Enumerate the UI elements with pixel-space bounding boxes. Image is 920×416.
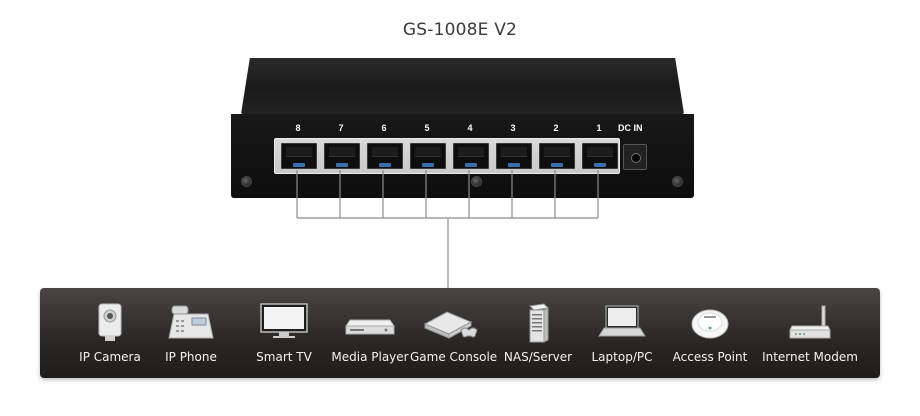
device-label: Internet Modem bbox=[762, 350, 858, 364]
screw-icon bbox=[672, 176, 683, 187]
ethernet-port-8 bbox=[281, 143, 317, 169]
device-label: Game Console bbox=[410, 350, 498, 364]
device-game-console: Game Console bbox=[410, 288, 498, 378]
port-label-1: 1 bbox=[596, 123, 602, 133]
device-access-point: Access Point bbox=[670, 288, 750, 378]
device-ip-phone: IP Phone bbox=[151, 288, 231, 378]
device-label: NAS/Server bbox=[503, 350, 573, 364]
port-label-5: 5 bbox=[424, 123, 430, 133]
port-panel bbox=[274, 138, 620, 174]
device-label: Smart TV bbox=[256, 350, 312, 364]
ethernet-port-4 bbox=[453, 143, 489, 169]
port-label-8: 8 bbox=[295, 123, 301, 133]
switch-top-panel bbox=[241, 58, 684, 114]
dc-power-jack bbox=[623, 144, 647, 170]
ethernet-port-2 bbox=[539, 143, 575, 169]
diagram-title: GS-1008E V2 bbox=[402, 20, 518, 40]
device-label: Laptop/PC bbox=[591, 350, 653, 364]
device-nas-server: NAS/Server bbox=[498, 288, 578, 378]
media-player-icon bbox=[345, 319, 395, 335]
device-label: IP Camera bbox=[79, 350, 141, 364]
device-laptop: Laptop/PC bbox=[582, 288, 662, 378]
ip-phone-icon bbox=[168, 305, 214, 339]
ethernet-port-5 bbox=[410, 143, 446, 169]
device-media-player: Media Player bbox=[330, 288, 410, 378]
device-label: IP Phone bbox=[165, 350, 217, 364]
laptop-icon bbox=[598, 305, 646, 337]
game-console-icon bbox=[423, 311, 478, 339]
ethernet-port-7 bbox=[324, 143, 360, 169]
device-internet-modem: Internet Modem bbox=[760, 288, 860, 378]
device-label: Media Player bbox=[331, 350, 409, 364]
port-label-4: 4 bbox=[467, 123, 473, 133]
screw-icon bbox=[471, 176, 482, 187]
nas-server-icon bbox=[528, 303, 550, 343]
ethernet-port-6 bbox=[367, 143, 403, 169]
device-label: Access Point bbox=[672, 350, 748, 364]
modem-icon bbox=[789, 305, 831, 339]
dc-in-label: DC IN bbox=[618, 123, 643, 133]
port-label-3: 3 bbox=[510, 123, 516, 133]
smart-tv-icon bbox=[260, 303, 308, 338]
ethernet-port-1 bbox=[582, 143, 618, 169]
ip-camera-icon bbox=[98, 303, 122, 341]
port-label-7: 7 bbox=[338, 123, 344, 133]
ethernet-port-3 bbox=[496, 143, 532, 169]
switch-device: 8 7 6 5 4 3 2 1 DC IN bbox=[231, 58, 694, 198]
device-bar: IP Camera IP Phone Smart TV bbox=[40, 288, 880, 378]
access-point-icon bbox=[691, 309, 729, 339]
port-label-6: 6 bbox=[381, 123, 387, 133]
screw-icon bbox=[241, 176, 252, 187]
device-ip-camera: IP Camera bbox=[70, 288, 150, 378]
port-label-2: 2 bbox=[553, 123, 559, 133]
device-smart-tv: Smart TV bbox=[244, 288, 324, 378]
